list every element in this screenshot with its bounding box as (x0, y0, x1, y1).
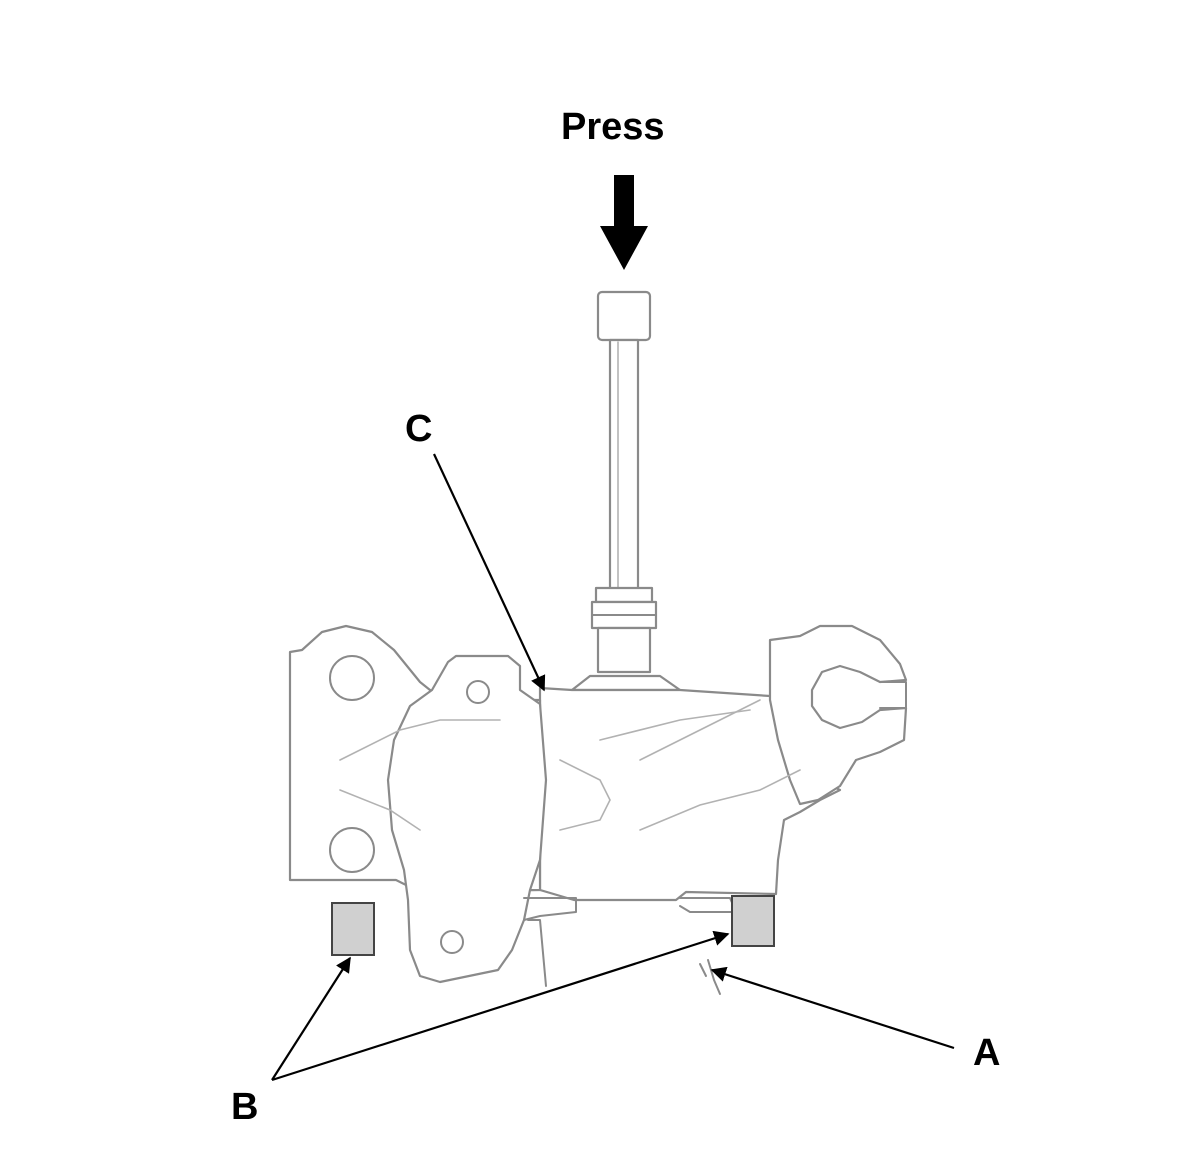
support-block-left (331, 902, 375, 956)
callout-c-label: C (405, 408, 433, 450)
steering-knuckle (288, 624, 908, 995)
leader-c (433, 453, 546, 692)
leader-b-right (271, 930, 730, 1082)
callout-a-label: A (973, 1032, 1001, 1074)
leader-b-left (271, 956, 351, 1081)
support-block-right (731, 895, 775, 947)
press-arrow (600, 175, 648, 270)
press-tool (570, 290, 682, 692)
callout-b-label: B (231, 1086, 259, 1128)
press-label: Press (561, 106, 665, 148)
leader-a (710, 966, 955, 1050)
